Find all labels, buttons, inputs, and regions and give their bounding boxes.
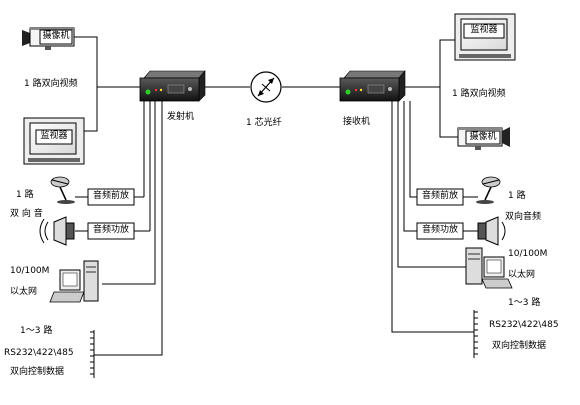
right-speaker-icon [477,216,506,246]
left-camera-label: 摄像机 [42,31,70,41]
left-microphone-icon [50,176,75,204]
right-serial-count-label: 1～3 路 [508,298,541,308]
right-camera-label: 摄像机 [469,132,497,142]
right-microphone-icon [476,176,501,204]
right-audio-amp-label: 音频功放 [421,225,458,235]
left-audio-amp-label: 音频功放 [92,225,129,235]
left-audio-count-label: 1 路 [16,190,34,200]
transmitter-label: 发射机 [167,112,195,122]
fiber-coupler-icon [250,71,282,103]
fiber-label: 1 芯光纤 [246,118,282,128]
left-audio-preamp-label: 音频前放 [92,191,129,201]
right-audio-preamp-label: 音频前放 [421,191,458,201]
right-ethernet-speed-label: 10/100M [508,249,548,259]
transmitter-device [139,70,206,102]
left-serial-count-label: 1～3 路 [20,326,53,336]
right-ethernet-label: 以太网 [508,270,536,280]
left-video-link-label: 1 路双向视频 [24,79,78,89]
right-audio-type-label: 双向音频 [505,212,542,222]
right-video-link-label: 1 路双向视频 [452,89,506,99]
left-ethernet-speed-label: 10/100M [10,266,50,276]
right-serial-data-label: 双向控制数据 [492,341,547,351]
right-serial-type-label: RS232\422\485 [489,320,559,330]
left-speaker-icon [39,216,75,246]
right-computer-icon [465,247,513,289]
receiver-label: 接收机 [343,117,371,127]
right-serial-bracket [473,310,478,358]
left-monitor-label: 监视器 [40,131,68,141]
right-connection-lines [282,39,478,333]
left-connection-lines [74,36,250,356]
left-serial-bracket [90,330,95,378]
left-audio-type-label: 双 向 音 [10,209,43,219]
left-computer-icon [49,260,99,303]
right-monitor-label: 监视器 [470,25,498,35]
receiver-device [339,70,406,102]
label-boxes [35,23,505,240]
left-ethernet-label: 以太网 [10,287,38,297]
left-serial-type-label: RS232\422\485 [4,348,74,358]
right-audio-count-label: 1 路 [508,191,526,201]
left-serial-data-label: 双向控制数据 [10,367,65,377]
